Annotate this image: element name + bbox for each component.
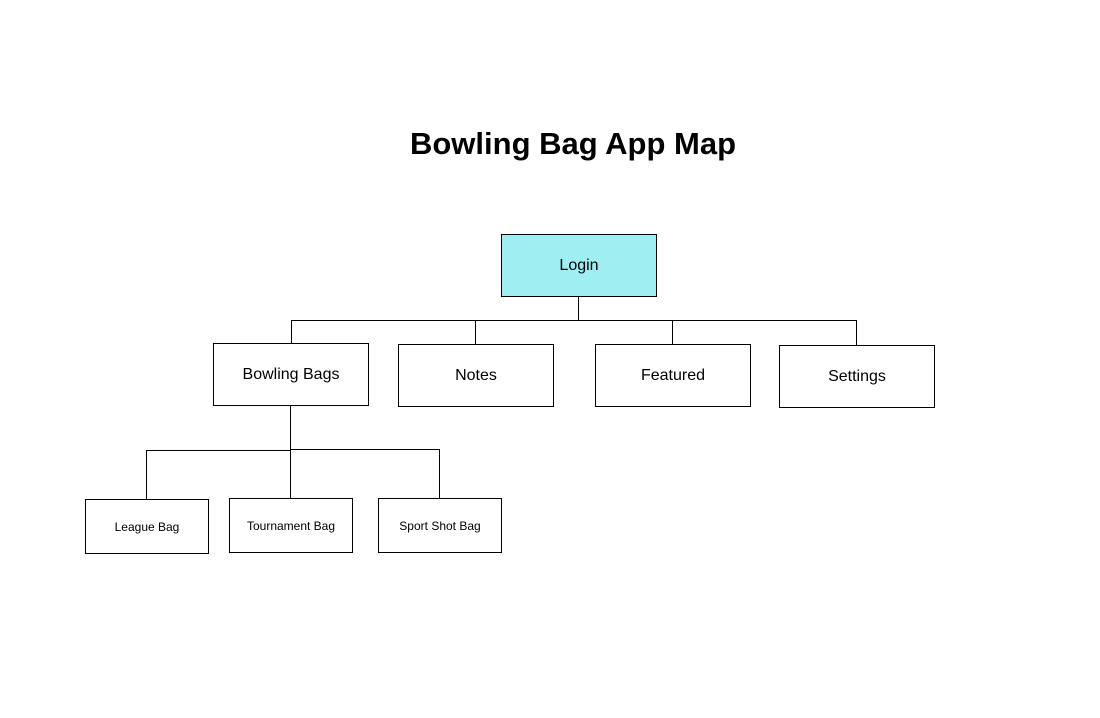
connector-to-settings — [856, 320, 857, 346]
connector-level1-bus — [291, 320, 857, 321]
node-featured: Featured — [595, 344, 751, 407]
connector-login-down — [578, 297, 579, 320]
connector-left-branch — [146, 450, 291, 451]
diagram-title: Bowling Bag App Map — [409, 126, 737, 161]
connector-to-sport-shot-bag — [439, 449, 440, 499]
connector-right-branch — [290, 449, 440, 450]
node-league-bag: League Bag — [85, 499, 209, 554]
node-tournament-bag: Tournament Bag — [229, 498, 353, 553]
node-sport-shot-bag: Sport Shot Bag — [378, 498, 502, 553]
node-settings: Settings — [779, 345, 935, 408]
connector-to-featured — [672, 320, 673, 345]
connector-to-notes — [475, 320, 476, 345]
node-bowling-bags: Bowling Bags — [213, 343, 369, 406]
node-notes: Notes — [398, 344, 554, 407]
connector-to-bowling-bags — [291, 320, 292, 344]
connector-to-league-bag — [146, 450, 147, 500]
node-login: Login — [501, 234, 657, 297]
connector-bowling-bags-down — [290, 406, 291, 499]
